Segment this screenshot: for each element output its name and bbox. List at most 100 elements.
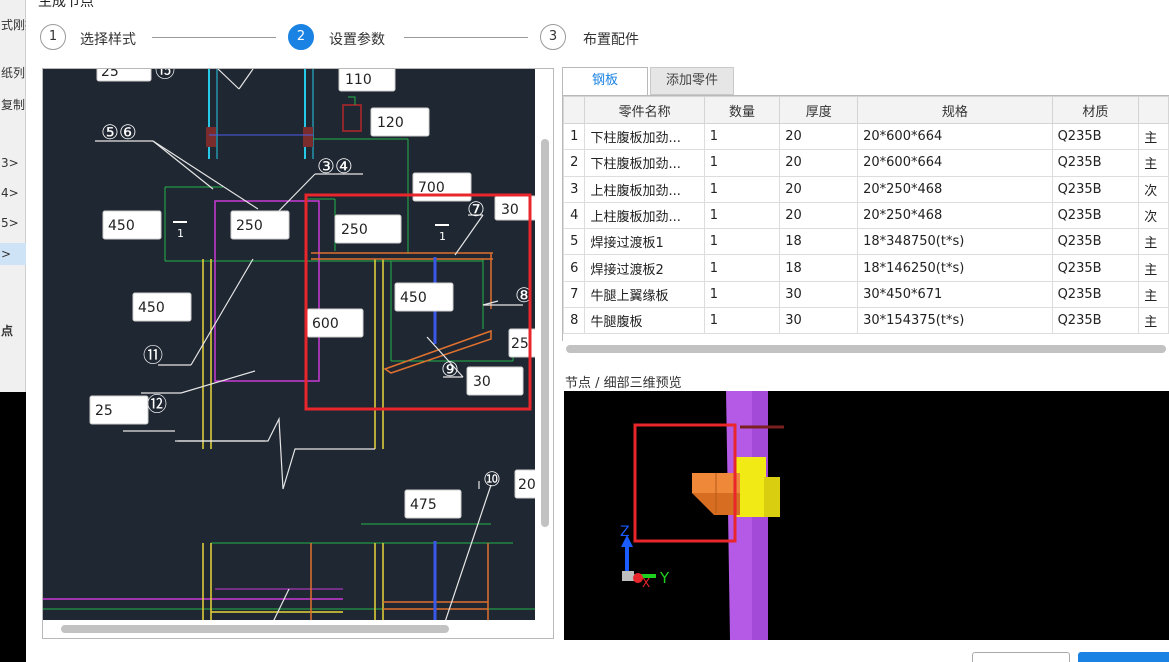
table-horizontal-scrollbar[interactable] (562, 341, 1169, 357)
cad-canvas[interactable]: 1 1 ⑮ ⑤⑥ ③④ ⑦ ⑧ ⑪ ⑫ ⑨ ⑩ (43, 69, 538, 623)
table-cell[interactable]: 20*600*664 (857, 149, 1053, 177)
table-cell[interactable]: 主 (1138, 122, 1169, 151)
table-cell[interactable]: 30 (779, 280, 859, 309)
table-cell[interactable]: 上柱腹板加劲... (584, 175, 705, 203)
step-2-circle: 2 (288, 24, 314, 50)
column-header[interactable]: 厚度 (779, 96, 859, 124)
table-cell[interactable]: 20*250*468 (857, 175, 1053, 203)
3d-model: Z Y X (620, 391, 784, 640)
tab-steel-plate[interactable]: 钢板 (562, 67, 648, 95)
table-cell[interactable]: Q235B (1051, 149, 1140, 177)
table-cell[interactable]: 主 (1138, 307, 1169, 335)
table-cell[interactable]: 18*146250(t*s) (857, 254, 1053, 282)
table-cell[interactable]: 30 (779, 307, 859, 335)
table-cell[interactable]: 下柱腹板加劲... (584, 122, 705, 151)
column-header (563, 96, 586, 124)
highlight-box (633, 423, 737, 543)
cad-vertical-scrollbar[interactable] (535, 69, 553, 622)
table-cell[interactable]: 1 (703, 201, 781, 230)
table-cell[interactable]: 1 (703, 228, 781, 256)
table-cell[interactable]: Q235B (1051, 307, 1140, 335)
table-cell[interactable]: 1 (703, 149, 781, 177)
scrollbar-thumb[interactable] (566, 345, 1166, 353)
column-header[interactable]: 材质 (1051, 96, 1140, 124)
table-cell[interactable]: 20 (779, 122, 859, 151)
callout: ⑨ (441, 357, 459, 381)
table-cell[interactable]: 1 (703, 280, 781, 309)
dimension-value: 30 (473, 374, 491, 390)
generate-node-dialog: 生成节点 1 选择样式 2 设置参数 3 布置配件 (26, 0, 1169, 662)
dimension-value: 20 (518, 477, 536, 493)
scrollbar-thumb[interactable] (541, 139, 549, 527)
step-3-circle: 3 (540, 24, 566, 50)
table-cell[interactable]: 主 (1138, 280, 1169, 309)
scroll-corner (535, 620, 553, 638)
table-cell[interactable]: 主 (1138, 228, 1169, 256)
scrollbar-thumb[interactable] (61, 625, 449, 633)
column-header[interactable]: 数量 (703, 96, 781, 124)
cad-horizontal-scrollbar[interactable] (43, 620, 537, 638)
table-cell[interactable]: 20*600*664 (857, 122, 1053, 151)
table-cell[interactable]: 20 (779, 201, 859, 230)
column-header[interactable] (1138, 96, 1169, 124)
table-cell[interactable]: 1 (703, 307, 781, 335)
callout: ③④ (317, 154, 353, 178)
table-cell[interactable]: 1 (703, 175, 781, 203)
table-cell[interactable]: 20*250*468 (857, 201, 1053, 230)
table-cell[interactable]: 焊接过渡板1 (584, 228, 705, 256)
row-index: 3 (563, 175, 586, 203)
table-cell[interactable]: Q235B (1051, 228, 1140, 256)
table-cell[interactable]: Q235B (1051, 201, 1140, 230)
table-cell[interactable]: Q235B (1051, 280, 1140, 309)
table-cell[interactable]: 下柱腹板加劲... (584, 149, 705, 177)
highlight-box (304, 193, 532, 411)
table-cell[interactable]: 牛腿腹板 (584, 307, 705, 335)
table-cell[interactable]: Q235B (1051, 175, 1140, 203)
table-cell[interactable]: Q235B (1051, 254, 1140, 282)
table-cell[interactable]: 焊接过渡板2 (584, 254, 705, 282)
axis-z-label: Z (620, 524, 630, 540)
dimension-value: 450 (400, 290, 427, 306)
background-item: 复制 (1, 98, 26, 112)
row-index: 2 (563, 149, 586, 177)
table-cell[interactable]: 18*348750(t*s) (857, 228, 1053, 256)
axis-y-label: Y (659, 569, 670, 587)
table-cell[interactable]: Q235B (1051, 122, 1140, 151)
dimension-value: 120 (377, 115, 404, 131)
row-index: 1 (563, 122, 586, 151)
table-cell[interactable]: 次 (1138, 175, 1169, 203)
cancel-button[interactable] (972, 652, 1070, 662)
table-cell[interactable]: 1 (703, 254, 781, 282)
table-cell[interactable]: 次 (1138, 201, 1169, 230)
table-cell[interactable]: 18 (779, 228, 859, 256)
column-header[interactable]: 零件名称 (584, 96, 705, 124)
tab-add-part[interactable]: 添加零件 (650, 67, 734, 95)
row-index: 4 (563, 201, 586, 230)
3d-preview-viewport[interactable]: Z Y X (564, 391, 1169, 640)
table-cell[interactable]: 1 (703, 122, 781, 151)
table-cell[interactable]: 18 (779, 254, 859, 282)
callout: ⑫ (147, 392, 167, 416)
dimension-value: 25 (95, 403, 113, 419)
dimension-value: 30 (501, 202, 519, 218)
table-cell[interactable]: 上柱腹板加劲... (584, 201, 705, 230)
table-cell[interactable]: 20 (779, 175, 859, 203)
table-cell[interactable]: 30*450*671 (857, 280, 1053, 309)
table-cell[interactable]: 20 (779, 149, 859, 177)
table-cell[interactable]: 牛腿上翼缘板 (584, 280, 705, 309)
step-1-circle: 1 (40, 24, 66, 50)
table-cell[interactable]: 30*154375(t*s) (857, 307, 1053, 335)
column-header[interactable]: 规格 (857, 96, 1053, 124)
dimension-value: 110 (345, 72, 372, 88)
confirm-button[interactable] (1078, 652, 1169, 662)
table-cell[interactable]: 主 (1138, 254, 1169, 282)
table-cell[interactable]: 主 (1138, 149, 1169, 177)
